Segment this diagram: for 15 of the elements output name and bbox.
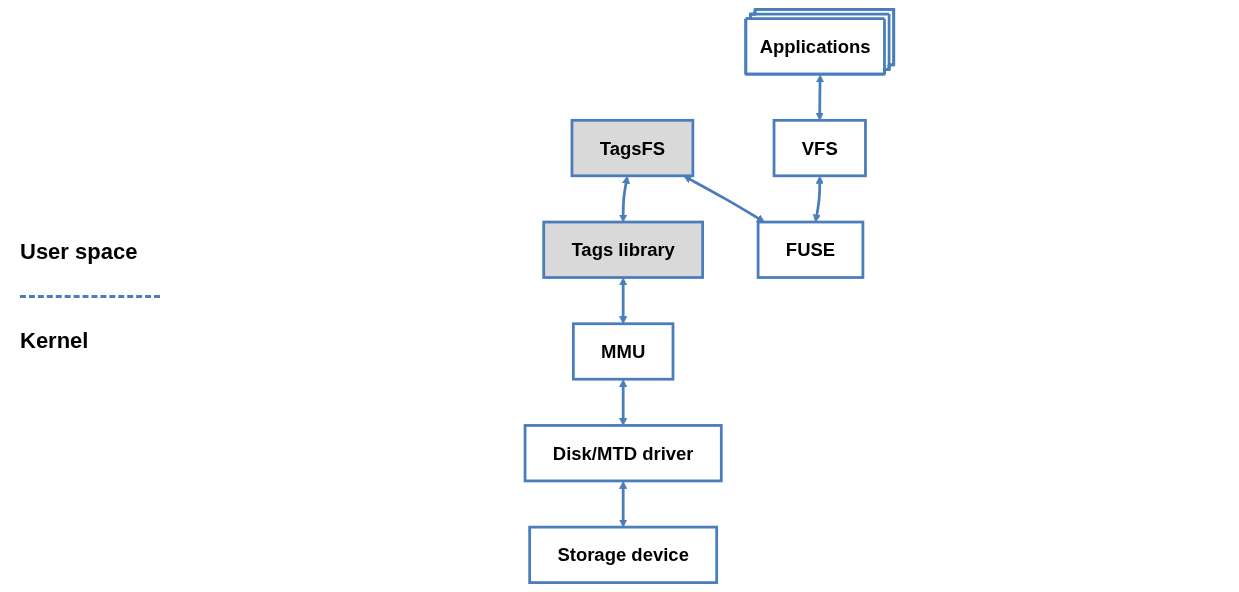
arrow (619, 480, 628, 528)
arrow (815, 74, 825, 121)
arrow (619, 175, 631, 223)
arrow (812, 175, 824, 223)
layer-label: Kernel (20, 327, 90, 354)
layer-label: User space (20, 238, 139, 265)
node-box: Tags library (542, 220, 705, 279)
arrow (683, 175, 765, 223)
node-box: TagsFS (570, 118, 695, 178)
node-box: VFS (772, 118, 867, 178)
node-box: MMU (572, 322, 675, 381)
node-box: Storage device (528, 525, 719, 584)
arrow (619, 379, 628, 426)
node-box: Disk/MTD driver (523, 424, 723, 483)
node-box: FUSE (756, 220, 865, 279)
